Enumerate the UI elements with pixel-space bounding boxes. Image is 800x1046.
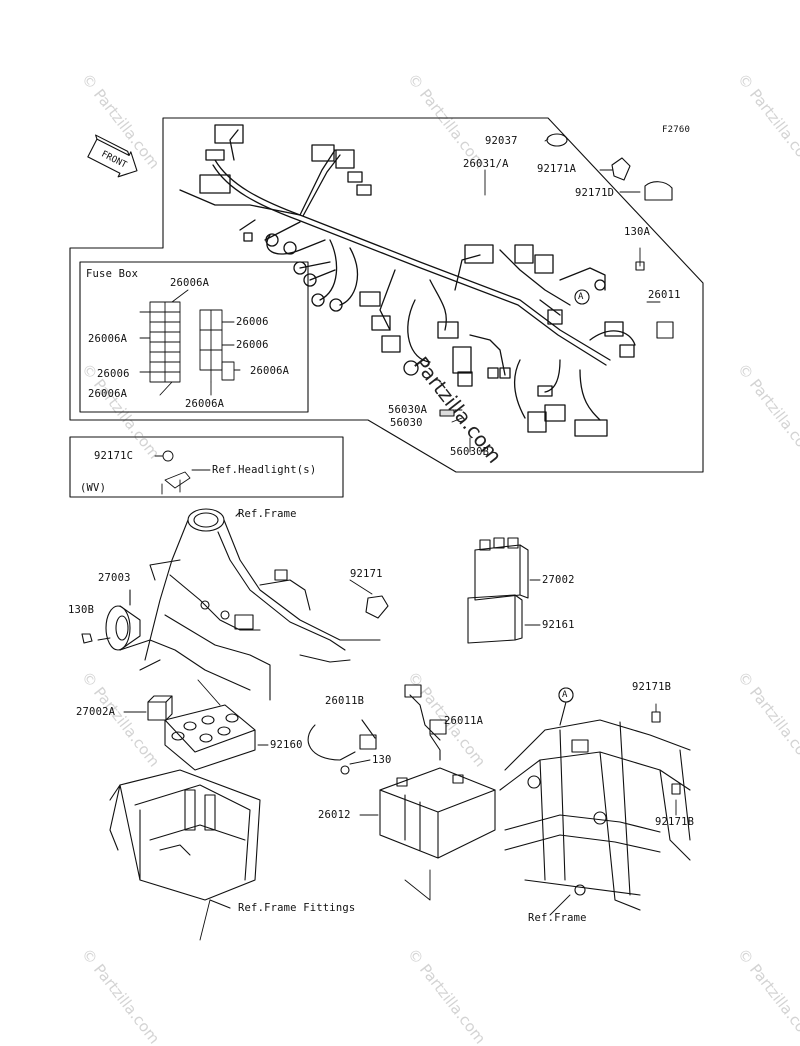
relay-holder-92171 (365, 595, 389, 619)
fuse-label: 26006 (97, 368, 130, 380)
bolt-130B (81, 633, 93, 644)
part-label-92171D: 92171D (575, 187, 615, 199)
part-label-130: 130 (372, 754, 392, 766)
part-label-92171B: 92171B (632, 681, 672, 693)
part-label-27002A: 27002A (76, 706, 116, 718)
part-label-56030A: 56030A (388, 404, 428, 416)
front-arrow (87, 134, 138, 178)
part-label-26011B: 26011B (325, 695, 365, 707)
fuse-label: 26006A (170, 277, 210, 289)
fuse-label: 26006A (88, 388, 128, 400)
part-label-92171B: 92171B (655, 816, 695, 828)
fuse-label: 26006A (185, 398, 225, 410)
fuse-label: 26006A (250, 365, 290, 377)
circle-marker-a-bottom (558, 687, 574, 703)
battery-26012 (379, 767, 496, 859)
wv-note: (WV) (80, 482, 107, 494)
fuse-box-frame (79, 261, 309, 413)
horn-27003 (105, 589, 141, 651)
circle-marker-a (574, 289, 590, 305)
frame-right (499, 687, 691, 916)
wiring-harness (179, 124, 636, 437)
igniter-27002 (474, 537, 529, 601)
battery-pad-92160 (164, 704, 256, 771)
part-label-92037: 92037 (485, 135, 518, 147)
relay-27002A (147, 695, 173, 721)
fuse-label: 26006 (236, 339, 269, 351)
clamp-92171A (611, 157, 631, 181)
frame-left (119, 508, 381, 701)
fuse-box-fuses (139, 289, 241, 396)
fuse-box-title: Fuse Box (86, 268, 139, 280)
part-label-130A: 130A (624, 226, 651, 238)
part-label-92161: 92161 (542, 619, 575, 631)
part-label-56030B: 56030B (450, 446, 490, 458)
part-label-92171C: 92171C (94, 450, 134, 462)
clamp-92171B-upper (651, 711, 661, 723)
ref-frame-label: Ref.Frame (238, 508, 297, 520)
ecu-92161 (467, 594, 523, 644)
battery-case (109, 769, 261, 909)
battery-cables (307, 684, 447, 775)
ref-frame-label: Ref.Frame (528, 912, 587, 924)
connector-26011 (656, 321, 674, 339)
ref-headlight: Ref.Headlight(s) (212, 464, 317, 476)
leader-lines-top (451, 138, 661, 453)
part-label-27002: 27002 (542, 574, 575, 586)
ref-frame-fittings-label: Ref.Frame Fittings (238, 902, 356, 914)
part-label-26011A: 26011A (444, 715, 484, 727)
clamp-92171B-lower (671, 783, 681, 795)
clamp-92171D (644, 181, 673, 201)
part-label-92171A: 92171A (537, 163, 577, 175)
fuse-label: 26006 (236, 316, 269, 328)
part-label-92171: 92171 (350, 568, 383, 580)
figure-code: F2760 (662, 125, 691, 135)
wv-box-frame (69, 436, 344, 498)
part-label-56030: 56030 (390, 417, 423, 429)
headlight-clamp-92171C (154, 450, 211, 495)
part-label-27003: 27003 (98, 572, 131, 584)
part-label-26011: 26011 (648, 289, 681, 301)
relay-56030A (439, 409, 455, 417)
harness-outline (69, 117, 704, 473)
part-label-26031A: 26031/A (463, 158, 509, 170)
grommet-92037 (546, 133, 568, 147)
part-label-92160: 92160 (270, 739, 303, 751)
part-label-130B: 130B (68, 604, 95, 616)
circle-a-label-bottom: A (562, 690, 568, 700)
screw-130A (635, 261, 645, 271)
fuse-label: 26006A (88, 333, 128, 345)
circle-a-label: A (578, 292, 584, 302)
part-label-26012: 26012 (318, 809, 351, 821)
